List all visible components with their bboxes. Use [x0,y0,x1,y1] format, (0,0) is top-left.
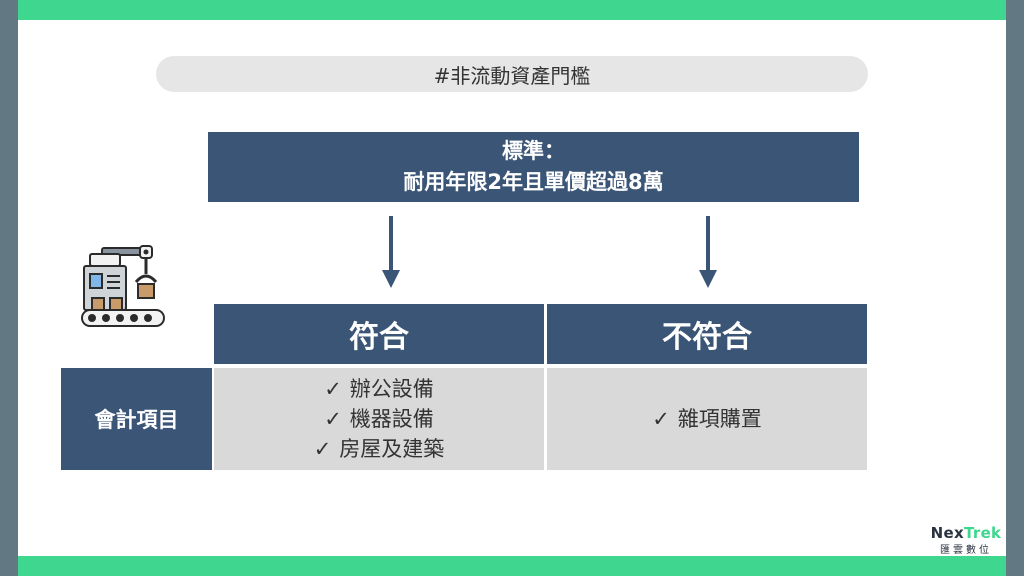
check-icon: ✓ [324,377,342,401]
bottom-accent-bar [0,556,1024,576]
top-accent-bar [0,0,1024,20]
column-header-not-qualify: 不符合 [547,304,867,364]
check-icon: ✓ [652,407,670,431]
row-header-accounting-item: 會計項目 [61,368,212,470]
down-arrow-icon [381,216,401,290]
brand-subtitle: 匯雲數位 [940,545,992,556]
list-item: ✓雜項購置 [652,407,762,431]
down-arrow-icon [698,216,718,290]
column-header-qualify: 符合 [214,304,544,364]
check-icon: ✓ [324,407,342,431]
factory-robot-icon [81,245,165,327]
check-icon: ✓ [313,437,332,461]
not-qualify-items-cell: ✓雜項購置 [547,368,867,470]
qualify-items-cell: ✓辦公設備 ✓機器設備 ✓房屋及建築 [214,368,544,470]
list-item: ✓辦公設備 [324,377,434,401]
right-frame [1006,0,1024,576]
criteria-box: 標準： 耐用年限2年且單價超過8萬 [208,132,859,202]
left-frame [0,0,18,576]
criteria-title: 標準： [502,139,565,163]
brand-logo: NexTrek 匯雲數位 [930,524,1002,556]
criteria-text: 耐用年限2年且單價超過8萬 [403,170,664,194]
topic-hashtag: #非流動資產門檻 [156,56,868,92]
list-item: ✓機器設備 [324,407,434,431]
list-item: ✓房屋及建築 [313,437,445,461]
